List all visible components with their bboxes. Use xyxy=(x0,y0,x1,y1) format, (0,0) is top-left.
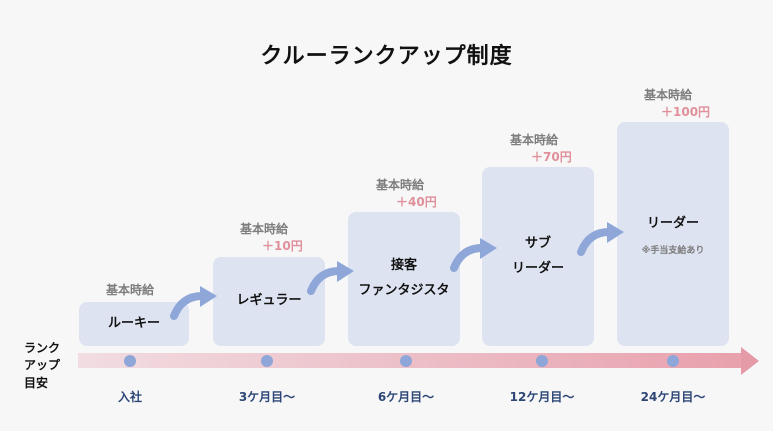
stage-4-label-line1: サブ xyxy=(524,235,551,251)
stage-1-salary: 基本時給 xyxy=(106,283,155,297)
timeline-dot-3 xyxy=(400,355,412,367)
stage-2-label: レギュラー xyxy=(236,293,302,309)
rank-up-guide-label: ランク アップ 目安 xyxy=(24,340,60,392)
arrow-icon-3 xyxy=(450,238,497,272)
timeline-tick-1: 入社 xyxy=(117,390,142,404)
stage-3-bonus: ＋40円 xyxy=(396,195,437,209)
timeline-dot-5 xyxy=(667,355,679,367)
stage-4-label-line2: リーダー xyxy=(511,260,564,276)
timeline-arrowhead xyxy=(741,347,759,375)
arrow-icon-4 xyxy=(577,222,624,256)
stage-5-label: リーダー xyxy=(646,216,699,232)
side-label-line3: 目安 xyxy=(24,375,49,390)
stage-box-rookie: ルーキー xyxy=(79,302,189,346)
stage-box-sub-leader: サブ リーダー xyxy=(482,167,594,346)
stage-1-label: ルーキー xyxy=(107,315,160,331)
stage-2-salary: 基本時給 xyxy=(240,222,289,236)
stage-4-salary: 基本時給 xyxy=(510,133,559,147)
timeline-dot-1 xyxy=(124,355,136,367)
stage-2-bonus: ＋10円 xyxy=(262,239,303,253)
arrow-icon-2 xyxy=(307,261,354,295)
side-label-line1: ランク xyxy=(24,341,61,355)
timeline-dot-4 xyxy=(536,355,548,367)
stage-5-bonus: ＋100円 xyxy=(661,105,711,119)
stage-5-note: ※手当支給あり xyxy=(641,245,705,256)
timeline-tick-2: 3ケ月目〜 xyxy=(238,390,296,404)
stage-box-regular: レギュラー xyxy=(213,257,325,346)
stage-5-salary: 基本時給 xyxy=(644,88,693,102)
stage-4-bonus: ＋70円 xyxy=(531,150,572,164)
timeline-tick-5: 24ケ月目〜 xyxy=(640,390,706,404)
stage-3-salary: 基本時給 xyxy=(376,178,425,192)
timeline-tick-3: 6ケ月目〜 xyxy=(377,390,435,404)
stage-3-label-line2: ファンタジスタ xyxy=(358,283,450,298)
stage-box-leader: リーダー ※手当支給あり xyxy=(617,122,729,346)
arrow-icon-1 xyxy=(170,286,217,320)
stage-box-fantasista: 接客 ファンタジスタ xyxy=(348,212,460,346)
stage-3-label-line1: 接客 xyxy=(390,258,417,274)
page-title: クルーランクアップ制度 xyxy=(260,44,513,69)
side-label-line2: アップ xyxy=(24,358,61,373)
timeline-dot-2 xyxy=(261,355,273,367)
timeline-tick-4: 12ケ月目〜 xyxy=(509,390,575,404)
